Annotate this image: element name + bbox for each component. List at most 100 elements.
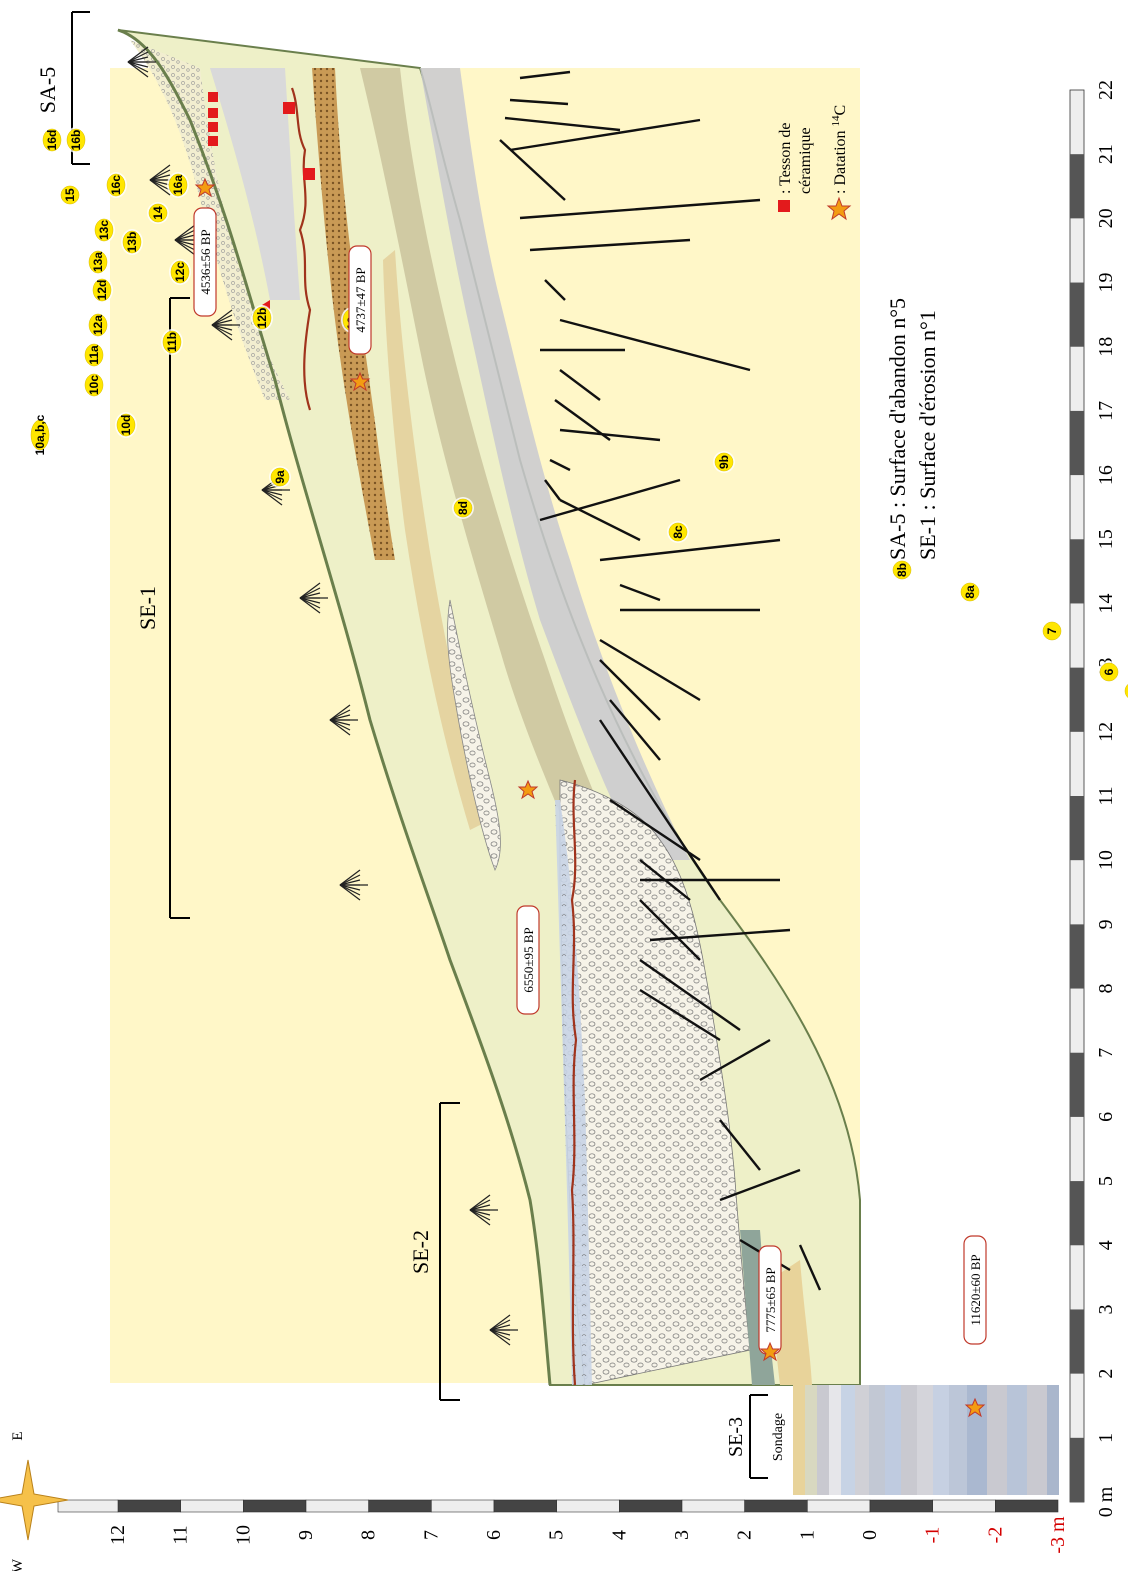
horizontal-scale-tick-label: 19	[1095, 273, 1117, 293]
sherd-legend-line2: céramique	[797, 127, 814, 194]
horizontal-scale-tick-label: 12	[1095, 722, 1117, 742]
erosion-surface-se2	[570, 779, 578, 1386]
layer-label-badge: 13b	[121, 229, 143, 255]
vegetation	[127, 46, 518, 1346]
layer-label-badge: 7	[1041, 620, 1063, 642]
layer-label-text: 12a	[91, 315, 105, 335]
legend-se: SE-1 : Surface d'érosion n°1	[915, 310, 940, 560]
layer-label-badge: 8b	[891, 559, 913, 581]
vertical-scale-tick-label: -3 m	[1047, 1516, 1069, 1554]
layer-label-badge: 6	[1098, 661, 1120, 683]
layer-label-text: 13a	[91, 252, 105, 272]
layer-label-badge: 12d	[91, 277, 113, 303]
horizontal-scale-tick-label: 11	[1095, 786, 1117, 805]
erosion-surface-se1	[290, 87, 312, 411]
sondage-column	[793, 1385, 1059, 1495]
layer-label-text: 10c	[87, 375, 101, 395]
bracket-se1	[169, 297, 190, 919]
layer-label-text: 11a	[87, 345, 101, 365]
legend: : Tesson de céramique : Datation 14C SA-…	[777, 105, 940, 560]
layer-label-text: 7	[1045, 627, 1059, 634]
horizontal-scale-tick-label: 17	[1095, 401, 1117, 421]
layer-label-badge: 9a	[269, 466, 291, 488]
layer-label-text: 11b	[165, 332, 179, 352]
date-label: 11620±60 BP	[968, 1254, 983, 1325]
layer-label-text: 16d	[45, 130, 59, 151]
sherd-legend-line1: : Tesson de	[777, 123, 794, 194]
layer-label-text: 8d	[456, 501, 470, 515]
horizontal-scale-tick-label: 5	[1095, 1176, 1117, 1186]
layer-label-text: 12b	[255, 308, 269, 329]
layer-label-badge: 8a	[959, 581, 981, 603]
horizontal-scale-tick-label: 0 m	[1095, 1486, 1117, 1517]
layer-label-badge: 13a	[87, 249, 109, 275]
layer-label-badge: 8c	[667, 521, 689, 543]
layer-label-text: 10d	[119, 415, 133, 436]
sherd-legend-icon	[778, 200, 790, 212]
horizontal-scale-tick-label: 6	[1095, 1112, 1117, 1122]
layer-label-badge: 16c	[105, 172, 127, 198]
layer-label-badge: 12a	[87, 312, 109, 338]
layer-label-text: 9b	[717, 455, 731, 469]
layer-label-badge: 10a,b,c	[29, 414, 51, 455]
layer-label-text: 13c	[97, 220, 111, 240]
layer-label-badge: 5	[1123, 681, 1128, 701]
horizontal-scale-tick-label: 1	[1095, 1433, 1117, 1443]
date-star-icon	[194, 177, 216, 198]
label-sa5: SA-5	[35, 67, 60, 113]
horizontal-scale-bar: 0 m12345678910111213141516171819202122	[1069, 80, 1117, 1517]
layer-label-badge: 14	[147, 202, 169, 224]
horizontal-scale-tick-label: 20	[1095, 208, 1117, 228]
bracket-se3	[749, 1394, 768, 1479]
layer-label-text: 13b	[125, 232, 139, 253]
vertical-scale-tick-label: 7	[420, 1530, 442, 1540]
vertical-scale-tick-label: 12	[107, 1525, 129, 1545]
date-label: 7775±65 BP	[763, 1267, 778, 1332]
layer-label-text: 16c	[109, 175, 123, 195]
compass-west: W	[10, 1558, 26, 1571]
layer-label-badge: 11a	[83, 342, 105, 368]
dating-legend-star	[826, 196, 852, 221]
layer-label-badge: 11b	[161, 329, 183, 355]
layer-label-text: 16b	[69, 130, 83, 151]
layer-label-text: 12d	[95, 280, 109, 301]
radiocarbon-date: 11620±60 BP	[963, 1235, 987, 1418]
layer-label-badge: 12c	[169, 259, 191, 285]
layer-9b-gravel-lens	[447, 599, 501, 872]
vertical-scale-tick-label: 10	[232, 1525, 254, 1545]
date-label: 6550±95 BP	[521, 927, 536, 992]
layer-band-olive	[360, 68, 620, 860]
radiocarbon-date: 4737±47 BP	[348, 245, 372, 392]
horizontal-scale-tick-label: 21	[1095, 144, 1117, 164]
layer-label-text: 16a	[171, 175, 185, 195]
label-se3: SE-3	[725, 1417, 747, 1457]
horizontal-scale-tick-label: 16	[1095, 465, 1117, 485]
layer-label-text: 8a	[963, 585, 977, 599]
horizontal-scale-tick-label: 8	[1095, 984, 1117, 994]
date-star-icon	[517, 779, 539, 800]
layer-band-tan-10	[383, 250, 490, 830]
vertical-scale-tick-label: 11	[170, 1525, 192, 1544]
horizontal-scale-tick-label: 2	[1095, 1369, 1117, 1379]
radiating-lines	[499, 70, 822, 1311]
compass-east: E	[10, 1431, 26, 1440]
horizontal-scale-tick-label: 15	[1095, 529, 1117, 549]
label-sondage: Sondage	[771, 1413, 786, 1461]
layer-label-badge: 12b	[251, 305, 273, 331]
horizontal-scale-tick-label: 4	[1095, 1240, 1117, 1250]
vertical-scale-tick-label: 5	[546, 1530, 568, 1540]
layer-label-text: 8b	[895, 563, 909, 577]
layer-label-badge: 9b	[713, 451, 735, 473]
layer-label-text: 12c	[173, 262, 187, 282]
vertical-scale-tick-label: -1	[922, 1527, 944, 1544]
layer-labels: 16d 16b 15 13c 13a 12d 12a 11a 10c 10a,b,c 16c 13b 1…	[29, 127, 1128, 701]
compass-arrow	[0, 1459, 69, 1541]
vertical-scale-tick-label: 0	[859, 1530, 881, 1540]
layer-label-text: 15	[63, 188, 77, 202]
layer-label-badge: 10c	[83, 372, 105, 398]
radiocarbon-date: 7775±65 BP	[758, 1245, 782, 1362]
vertical-scale-tick-label: 8	[358, 1530, 380, 1540]
